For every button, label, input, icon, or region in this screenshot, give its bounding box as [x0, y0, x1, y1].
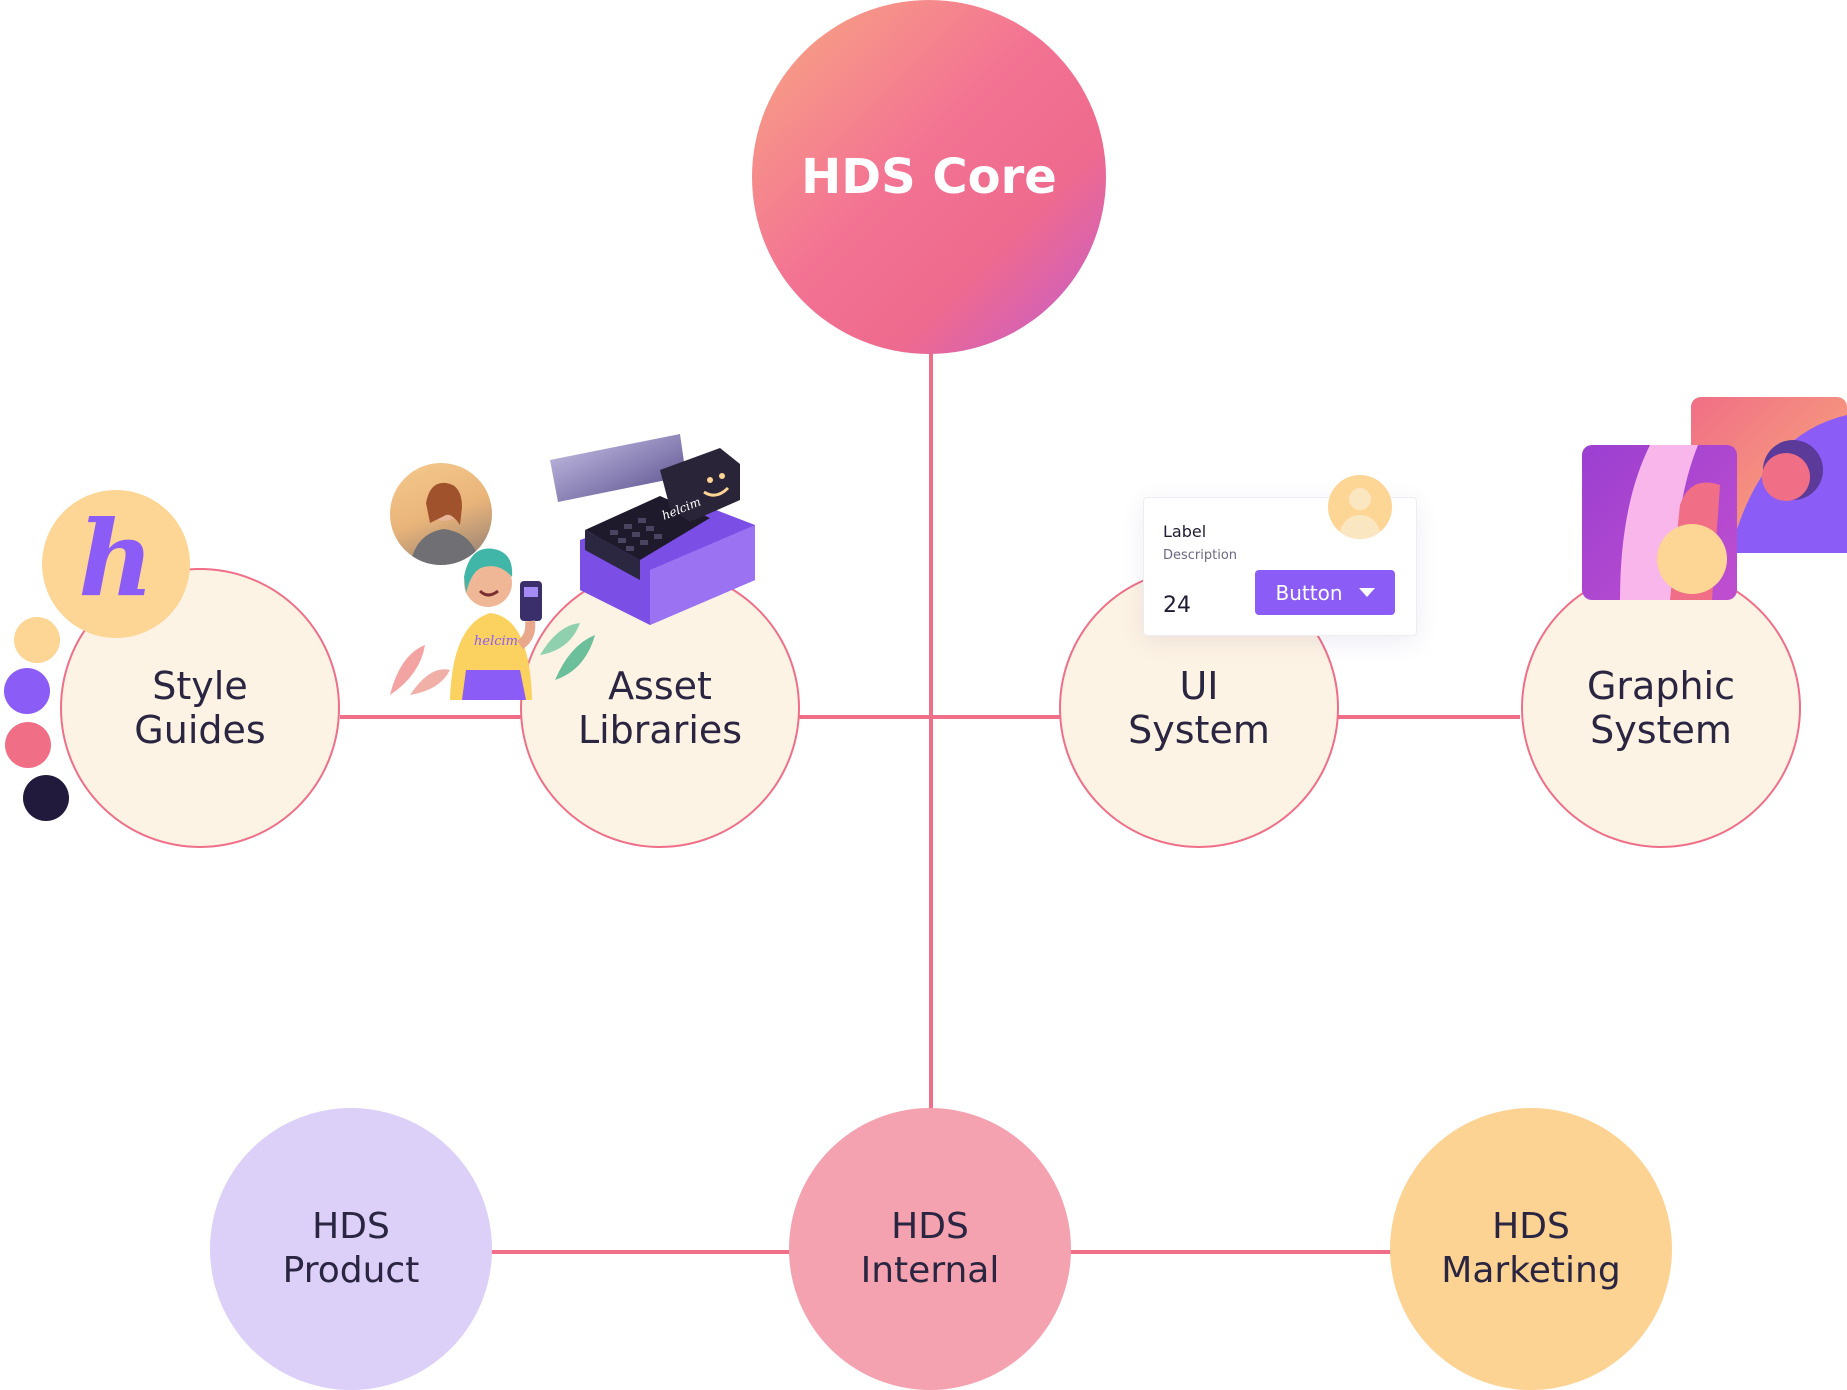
asset-libraries-line1: Asset — [608, 664, 712, 708]
hds-core-label: HDS Core — [801, 149, 1057, 205]
card-button-label: Button — [1275, 580, 1343, 605]
palette-dot-navy — [23, 775, 69, 821]
hds-internal-node: HDS Internal — [789, 1108, 1071, 1390]
helcim-h-logo-icon: h — [42, 490, 190, 638]
user-avatar-icon — [1328, 475, 1392, 539]
palette-dot-pink — [5, 722, 51, 768]
graphic-system-line2: System — [1590, 708, 1732, 752]
graphic-system-node: Graphic System — [1521, 568, 1801, 848]
hds-core-node: HDS Core — [752, 0, 1106, 354]
chevron-down-icon — [1358, 588, 1375, 597]
shirt-brand-text: helcim — [474, 634, 518, 649]
illustrated-character: helcim — [390, 548, 595, 700]
style-guides-line2: Guides — [134, 708, 266, 752]
palette-dot-yellow — [14, 617, 60, 663]
hds-internal-line1: HDS — [891, 1206, 969, 1247]
hds-product-line2: Product — [282, 1250, 420, 1291]
logo-letter: h — [78, 497, 154, 620]
payment-terminal-icon: helcim — [550, 434, 755, 625]
card-label: Label — [1163, 522, 1207, 541]
hds-product-line1: HDS — [312, 1206, 390, 1247]
person-photo-avatar — [390, 463, 492, 565]
hds-internal-line2: Internal — [860, 1250, 1000, 1291]
hds-marketing-node: HDS Marketing — [1390, 1108, 1672, 1390]
ui-system-line2: System — [1128, 708, 1270, 752]
card-dropdown-button[interactable]: Button — [1255, 570, 1395, 615]
hds-product-node: HDS Product — [210, 1108, 492, 1390]
palette-dot-purple — [4, 668, 50, 714]
asset-libraries-line2: Libraries — [577, 708, 743, 752]
graphic-system-line1: Graphic — [1586, 664, 1735, 708]
ui-system-line1: UI — [1179, 664, 1219, 708]
hds-marketing-line2: Marketing — [1441, 1250, 1621, 1291]
card-value: 24 — [1163, 593, 1191, 618]
pillar-horizontal-connector — [340, 715, 1520, 719]
core-vertical-connector — [929, 350, 933, 1110]
style-guides-line1: Style — [152, 664, 248, 708]
graphic-system-shapes-icon — [1582, 397, 1847, 600]
hds-marketing-line1: HDS — [1492, 1206, 1570, 1247]
card-description: Description — [1163, 548, 1238, 563]
